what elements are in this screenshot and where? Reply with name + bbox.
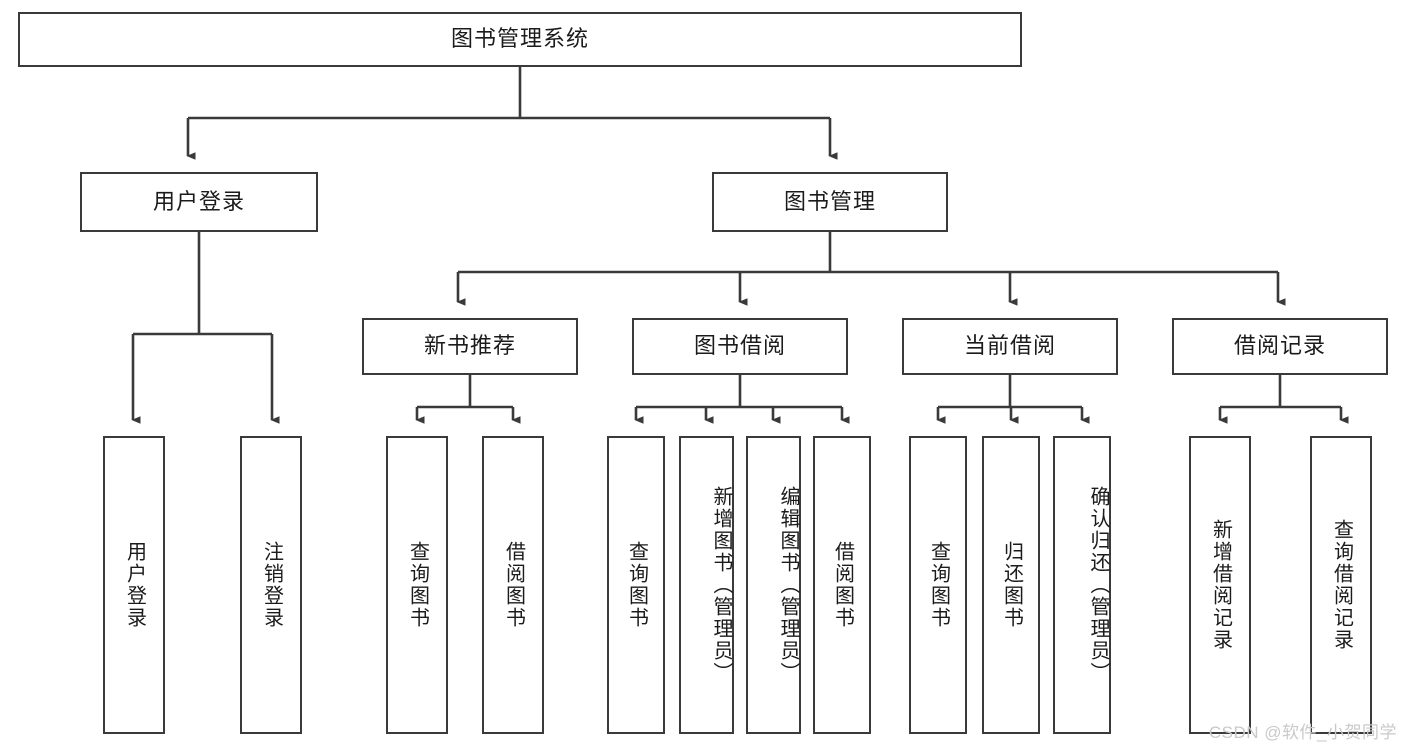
leaf-borrow-book[interactable]: 借阅图书 (813, 436, 871, 734)
leaf-confirm-return-admin[interactable]: 确认归还（管理员） (1053, 436, 1111, 734)
node-book-manage[interactable]: 图书管理 (712, 172, 948, 232)
leaf-query-borrow-record[interactable]: 查询借阅记录 (1310, 436, 1372, 734)
node-book-borrow[interactable]: 图书借阅 (632, 318, 848, 375)
leaf-query-book-recommend[interactable]: 查询图书 (386, 436, 448, 734)
node-new-book-recommend[interactable]: 新书推荐 (362, 318, 578, 375)
node-borrow-record[interactable]: 借阅记录 (1172, 318, 1388, 375)
leaf-borrow-book-recommend[interactable]: 借阅图书 (482, 436, 544, 734)
node-root-system[interactable]: 图书管理系统 (18, 12, 1022, 67)
node-user-login[interactable]: 用户登录 (80, 172, 318, 232)
leaf-add-book-admin[interactable]: 新增图书（管理员） (679, 436, 734, 734)
leaf-return-book[interactable]: 归还图书 (982, 436, 1040, 734)
node-current-borrow[interactable]: 当前借阅 (902, 318, 1118, 375)
leaf-logout[interactable]: 注销登录 (240, 436, 302, 734)
csdn-watermark: CSDN @软件_小贺同学 (1208, 723, 1397, 742)
leaf-add-borrow-record[interactable]: 新增借阅记录 (1189, 436, 1251, 734)
leaf-edit-book-admin[interactable]: 编辑图书（管理员） (746, 436, 801, 734)
leaf-user-login[interactable]: 用户登录 (103, 436, 165, 734)
leaf-query-book-borrow[interactable]: 查询图书 (607, 436, 665, 734)
leaf-query-book-current[interactable]: 查询图书 (909, 436, 967, 734)
